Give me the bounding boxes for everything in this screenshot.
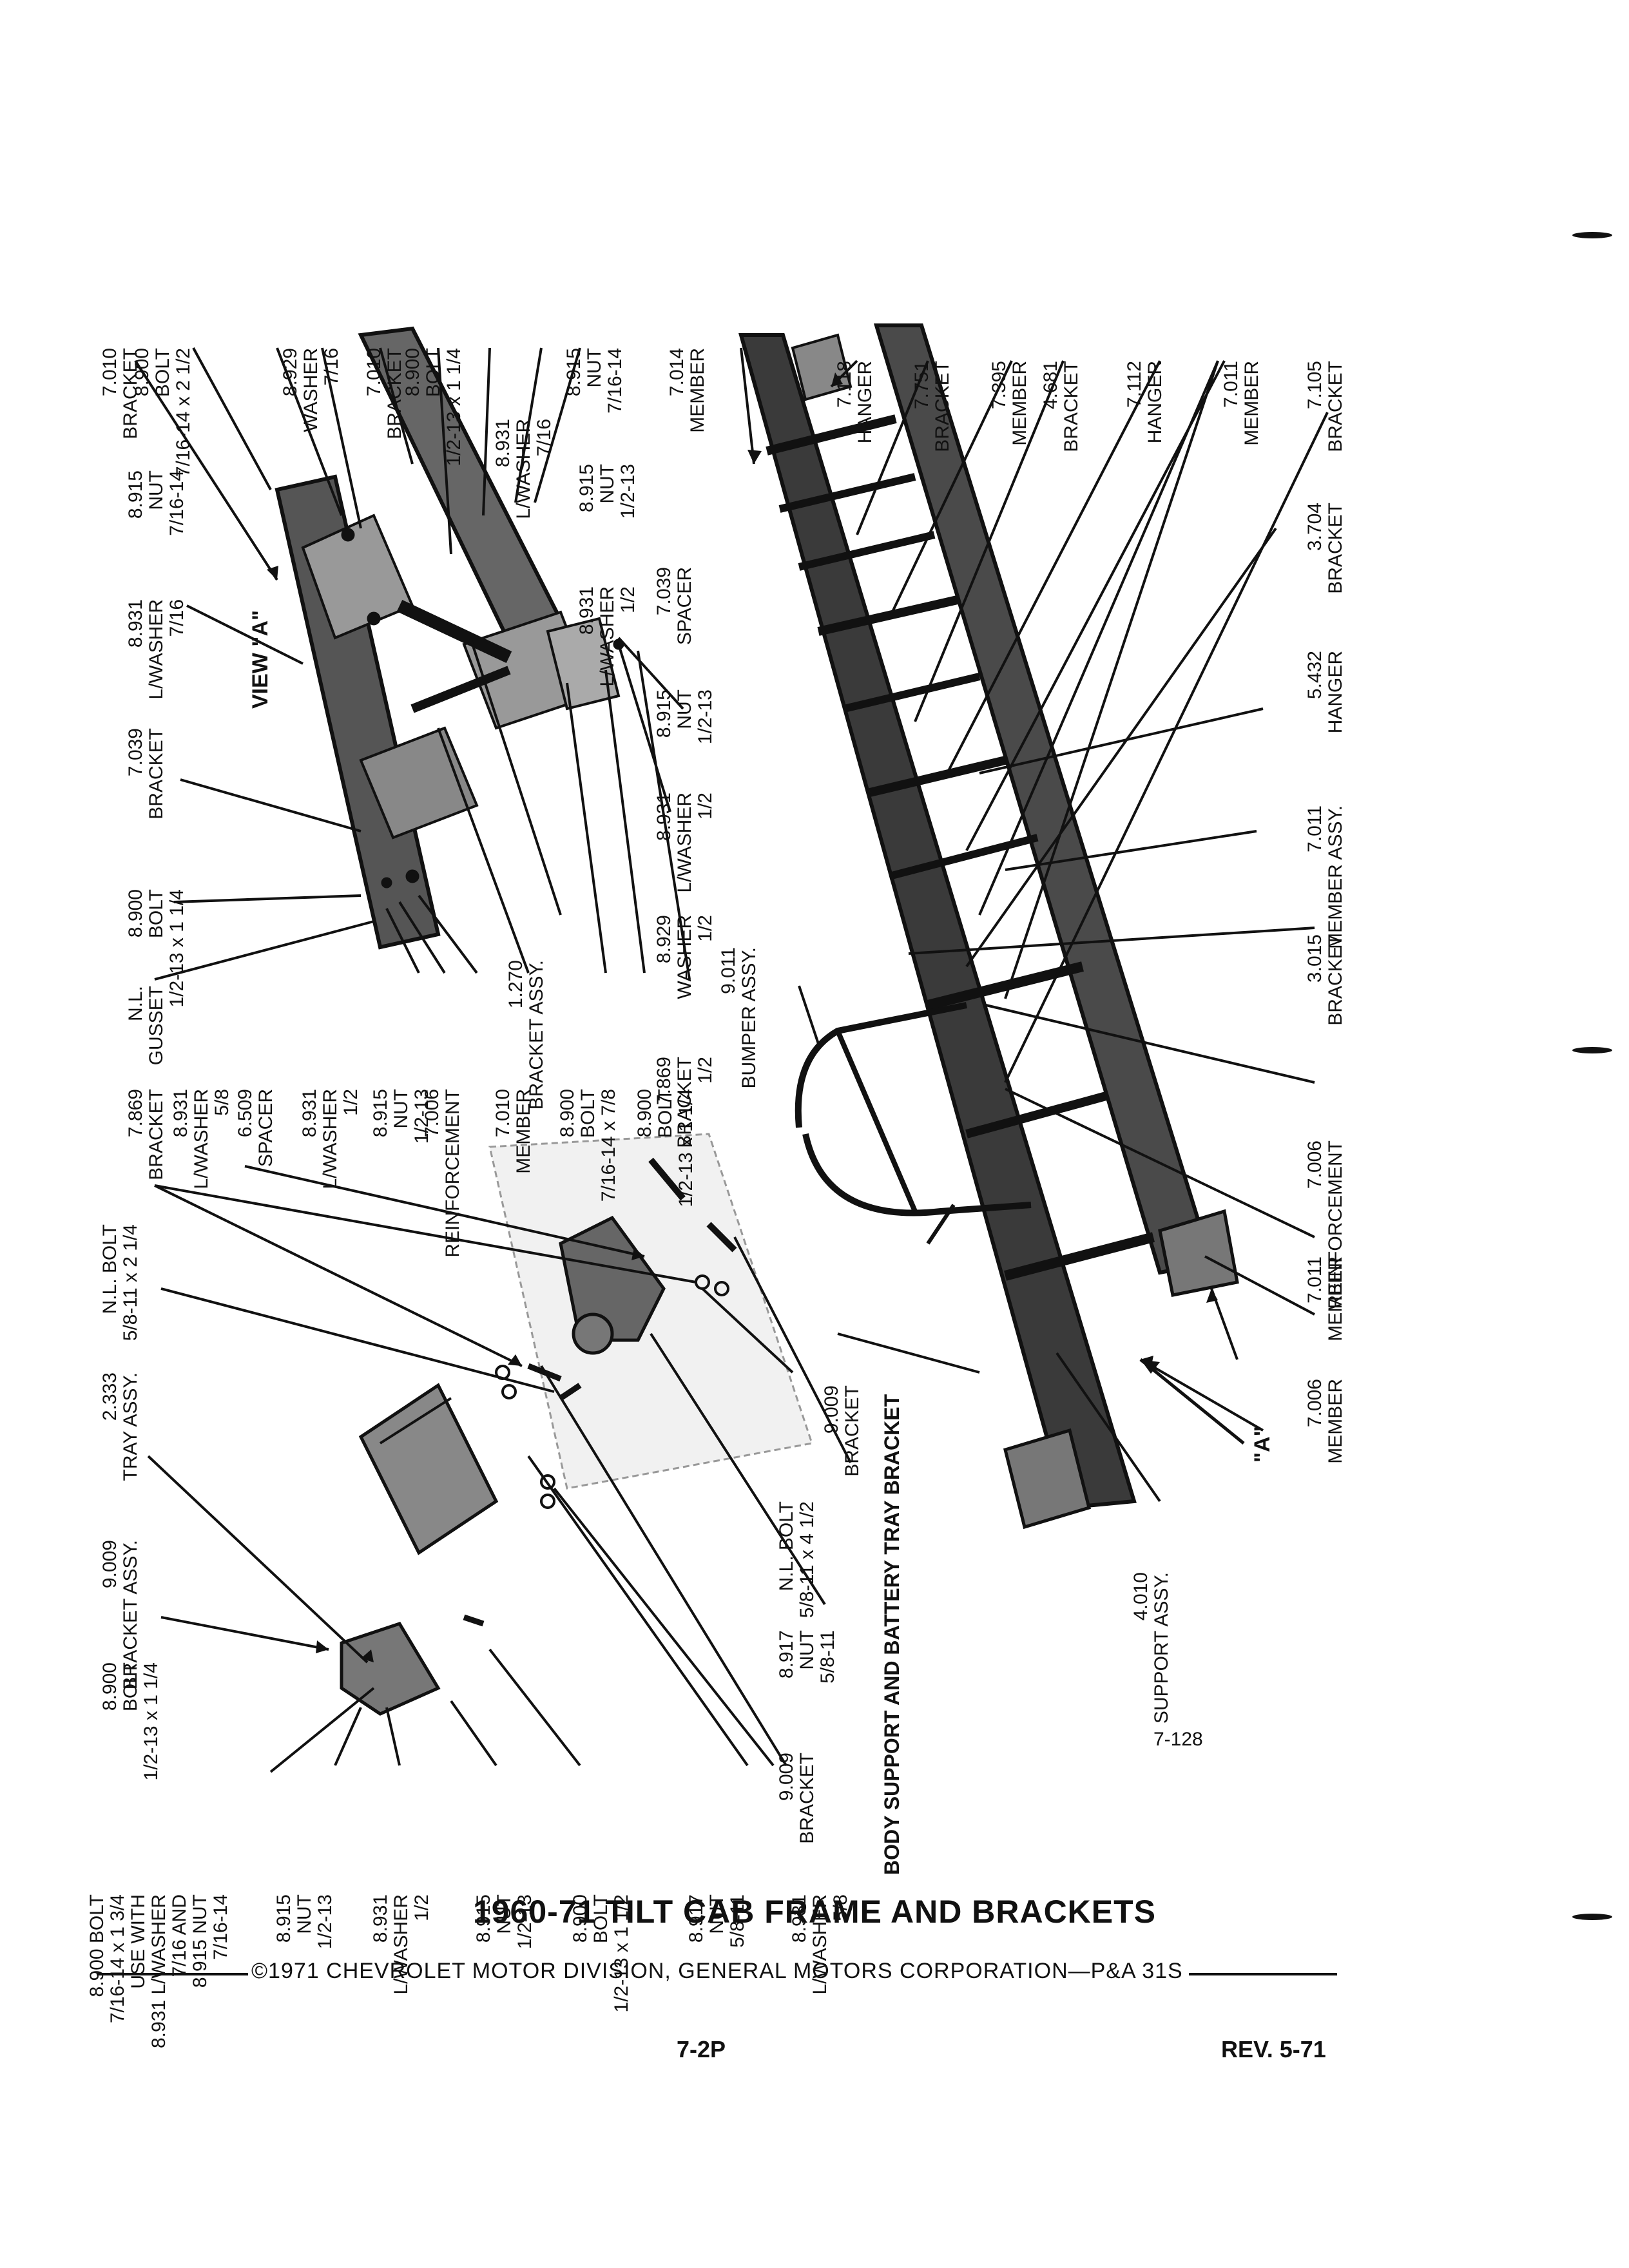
part-label: 9.009BRACKET — [821, 1385, 863, 1477]
part-label: N.L.GUSSET — [125, 986, 167, 1065]
part-label: 7.112HANGER — [1124, 361, 1166, 443]
leader-arrowheads — [267, 372, 1218, 1662]
rule-left — [97, 1973, 248, 1975]
part-label: 7.869BRACKET — [125, 1089, 167, 1180]
part-label: 4.681BRACKET — [1040, 361, 1082, 452]
rule-right — [1189, 1973, 1337, 1975]
part-label: 8.929WASHER7/16 — [280, 348, 342, 432]
part-label: 7.105BRACKET — [1304, 361, 1346, 452]
part-label: 8.900BOLT7/16-14 x 7/8 — [557, 1089, 619, 1202]
part-label: 7.395MEMBER — [988, 361, 1030, 446]
binder-mark-middle — [1572, 1047, 1612, 1053]
part-label: 6.509SPACER — [235, 1089, 276, 1167]
part-label: 4.010SUPPORT ASSY. — [1130, 1572, 1172, 1724]
part-label: 8.931L/WASHER1/2 — [653, 793, 716, 893]
part-label: 7.010BRACKET — [99, 348, 141, 439]
arrow-a-label: "A" — [1250, 1426, 1275, 1463]
part-label: 8.915NUT1/2-13 — [473, 1894, 535, 1949]
part-label: 3.704BRACKET — [1304, 503, 1346, 594]
part-label: 8.915NUT7/16-14 — [125, 470, 188, 536]
figure-number: 7-128 — [1153, 1729, 1203, 1750]
part-label: 7.011MEMBER — [1220, 361, 1262, 446]
part-label: 8.915NUT7/16-14 — [563, 348, 626, 414]
part-label: 7.869BRACKET1/2 — [653, 1057, 716, 1148]
part-labels: 7.010BRACKET 8.900BOLT7/16-14 x 2 1/2 8.… — [86, 348, 1346, 2048]
part-label: 7.010BRACKET — [363, 348, 405, 439]
page-title: 1960-71 TILT CAB FRAME AND BRACKETS — [472, 1894, 1157, 1930]
part-label: 8.931L/WASHER7/16 — [125, 599, 188, 700]
part-label: 8.900BOLT7/16-14 x 2 1/2 — [131, 348, 194, 477]
part-label: 9.009BRACKET ASSY. — [99, 1540, 141, 1689]
part-label: 8.915NUT1/2-13 — [273, 1894, 336, 1949]
section-caption: BODY SUPPORT AND BATTERY TRAY BRACKET — [880, 1394, 903, 1875]
part-label: 8.931L/WASHER5/8 — [170, 1089, 233, 1189]
part-label: 8.915NUT1/2-13 — [576, 464, 639, 519]
part-label: 8.900 BOLT7/16-14 x 1 3/4USE WITH8.931 L… — [86, 1894, 231, 2048]
part-label: 8.931L/WASHER5/8 — [789, 1894, 851, 1995]
leader-lines — [134, 347, 1329, 1773]
part-label: 8.900BOLT1/2-13 x 1 1/2 — [570, 1894, 632, 2012]
part-label: 3.015BRACKET — [1304, 934, 1346, 1026]
part-label: N.L. BOLT5/8-11 x 4 1/2 — [776, 1501, 818, 1618]
part-label: 8.917NUT5/8-11 — [776, 1630, 838, 1684]
binder-mark-top — [1572, 232, 1612, 238]
part-label: 8.900BOLT1/2-13 x 1 1/4 — [125, 889, 188, 1007]
revision: REV. 5-71 — [1221, 2036, 1326, 2062]
part-label: 8.931L/WASHER7/16 — [492, 419, 555, 519]
part-label: 8.917NUT5/8-11 — [686, 1894, 748, 1948]
part-label: 7.118HANGER — [834, 361, 876, 443]
part-label: 8.931L/WASHER1/2 — [370, 1894, 432, 1995]
part-label: 8.900BOLT1/2-13 x 1 1/4 — [402, 348, 465, 466]
part-label: 8.931L/WASHER1/2 — [299, 1089, 361, 1189]
part-label: 1.270BRACKET ASSY. — [505, 960, 547, 1110]
part-label: 8.929WASHER1/2 — [653, 915, 716, 999]
part-label: 2.333TRAY ASSY. — [99, 1372, 141, 1481]
part-label: 7.010MEMBER — [492, 1089, 534, 1174]
binder-mark-bottom — [1572, 1914, 1612, 1920]
part-label: 7.014MEMBER — [666, 348, 708, 433]
part-label: 9.009BRACKET — [776, 1753, 818, 1844]
part-label: 9.011BUMPER ASSY. — [718, 947, 760, 1089]
view-a-drawing — [275, 326, 624, 950]
part-label: 7.039SPACER — [653, 567, 695, 645]
part-label: 8.900BOLT1/2-13 x 1 1/4 — [634, 1089, 697, 1207]
part-label: N.L. BOLT5/8-11 x 2 1/4 — [99, 1224, 141, 1341]
part-label: 7.011MEMBER — [1304, 1256, 1346, 1341]
part-label: 8.900BOLT1/2-13 x 1 1/4 — [99, 1662, 162, 1780]
part-label: 8.915NUT1/2-13 — [653, 689, 716, 744]
part-label: 7.039BRACKET — [125, 728, 167, 820]
part-label: 8.931L/WASHER1/2 — [576, 586, 639, 687]
part-label: 5.432HANGER — [1304, 651, 1346, 733]
part-label: 7.006REINFORCEMENT — [421, 1089, 463, 1258]
page-number: 7-2P — [677, 2036, 726, 2062]
part-label: 7.011MEMBER ASSY. — [1304, 805, 1346, 949]
view-a-label: VIEW "A" — [248, 610, 273, 709]
part-label: 7.751BRACKET — [911, 361, 953, 452]
part-label: 7.006MEMBER — [1304, 1379, 1346, 1464]
battery-tray-drawing — [340, 1133, 813, 1716]
copyright-line: ©1971 CHEVROLET MOTOR DIVISION, GENERAL … — [251, 1959, 1183, 1983]
part-label: 8.915NUT1/2-13 — [370, 1089, 432, 1144]
main-frame-drawing — [738, 323, 1239, 1530]
part-label: 7.006REINFORCEMENT — [1304, 1140, 1346, 1309]
view-a-arrow — [1139, 1358, 1245, 1445]
